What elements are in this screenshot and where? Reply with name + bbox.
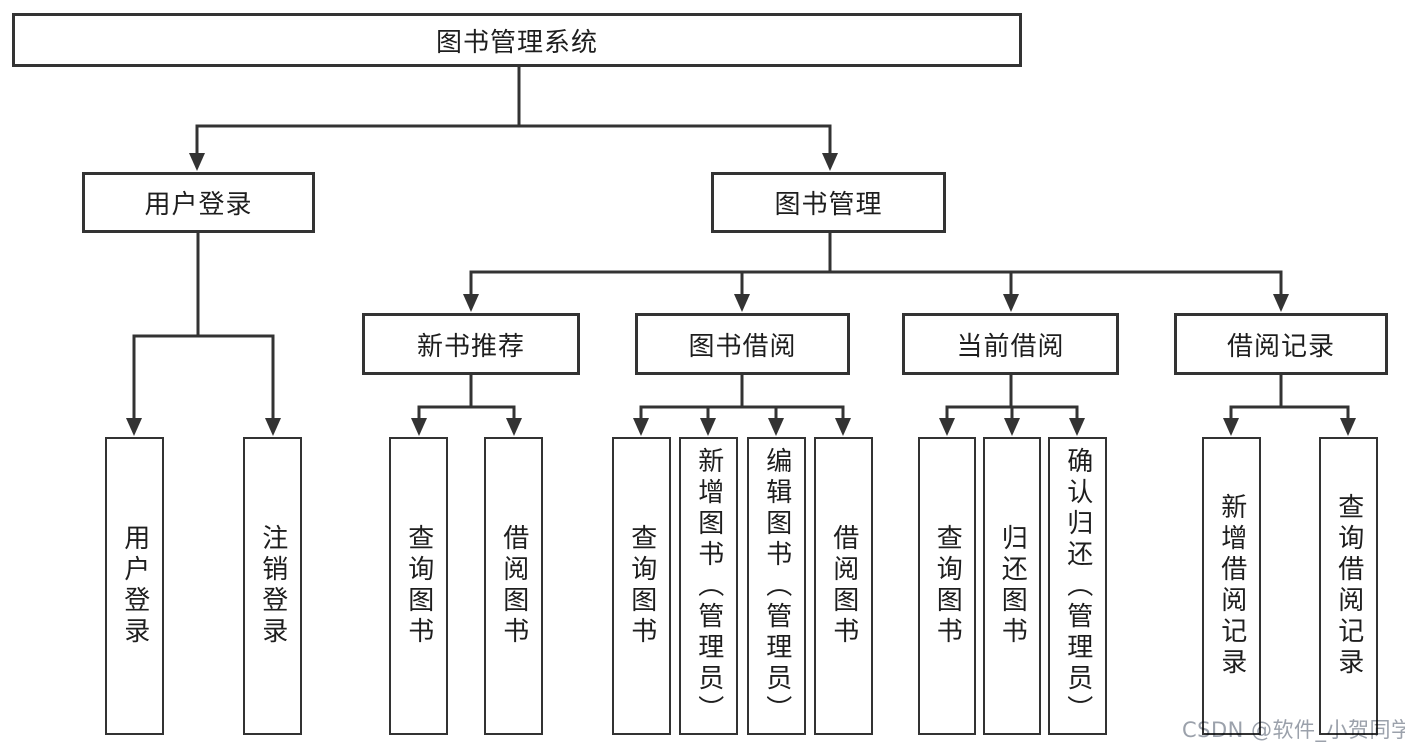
leaf-borrow-book-recommend: 借阅图书 [484,437,543,735]
leaf-add-borrow-record: 新增借阅记录 [1202,437,1261,735]
leaf-return-book: 归还图书 [983,437,1041,735]
leaf-search-book-borrow-label: 查询图书 [626,524,657,648]
leaf-edit-book-admin-label: 编辑图书（管理员） [761,446,792,726]
leaf-add-book-admin-label: 新增图书（管理员） [693,446,724,726]
leaf-borrow-book-label: 借阅图书 [828,524,859,648]
leaf-search-book-recommend: 查询图书 [389,437,448,735]
node-book-borrow-label: 图书借阅 [688,331,797,362]
leaf-edit-book-admin: 编辑图书（管理员） [747,437,806,735]
leaf-return-book-label: 归还图书 [997,524,1028,648]
node-user-login: 用户登录 [82,172,315,233]
leaf-user-login-label: 用户登录 [119,524,150,648]
leaf-user-login: 用户登录 [105,437,164,735]
leaf-search-borrow-record: 查询借阅记录 [1319,437,1378,735]
leaf-search-borrow-record-label: 查询借阅记录 [1333,493,1364,679]
leaf-search-book-recommend-label: 查询图书 [403,524,434,648]
leaf-search-book-current: 查询图书 [918,437,976,735]
leaf-logout-label: 注销登录 [257,524,288,648]
leaf-logout: 注销登录 [243,437,302,735]
leaf-add-book-admin: 新增图书（管理员） [679,437,738,735]
node-library-system-label: 图书管理系统 [435,27,598,58]
leaf-add-borrow-record-label: 新增借阅记录 [1216,493,1247,679]
csdn-watermark: CSDN @软件_小贺同学 [1182,718,1405,742]
node-new-book-recommend-label: 新书推荐 [416,331,525,362]
node-current-borrow-label: 当前借阅 [956,331,1065,362]
leaf-borrow-book: 借阅图书 [814,437,873,735]
leaf-confirm-return-admin: 确认归还（管理员） [1048,437,1107,735]
leaf-confirm-return-admin-label: 确认归还（管理员） [1062,446,1093,726]
leaf-borrow-book-recommend-label: 借阅图书 [498,524,529,648]
node-borrow-records: 借阅记录 [1174,313,1388,375]
node-book-management-label: 图书管理 [774,190,883,220]
leaf-search-book-current-label: 查询图书 [932,524,963,648]
node-borrow-records-label: 借阅记录 [1226,331,1335,362]
node-book-borrow: 图书借阅 [635,313,850,375]
node-user-login-label: 用户登录 [144,190,253,220]
node-new-book-recommend: 新书推荐 [362,313,580,375]
leaf-search-book-borrow: 查询图书 [612,437,671,735]
node-current-borrow: 当前借阅 [902,313,1119,375]
node-library-system: 图书管理系统 [12,13,1022,67]
node-book-management: 图书管理 [711,172,946,233]
